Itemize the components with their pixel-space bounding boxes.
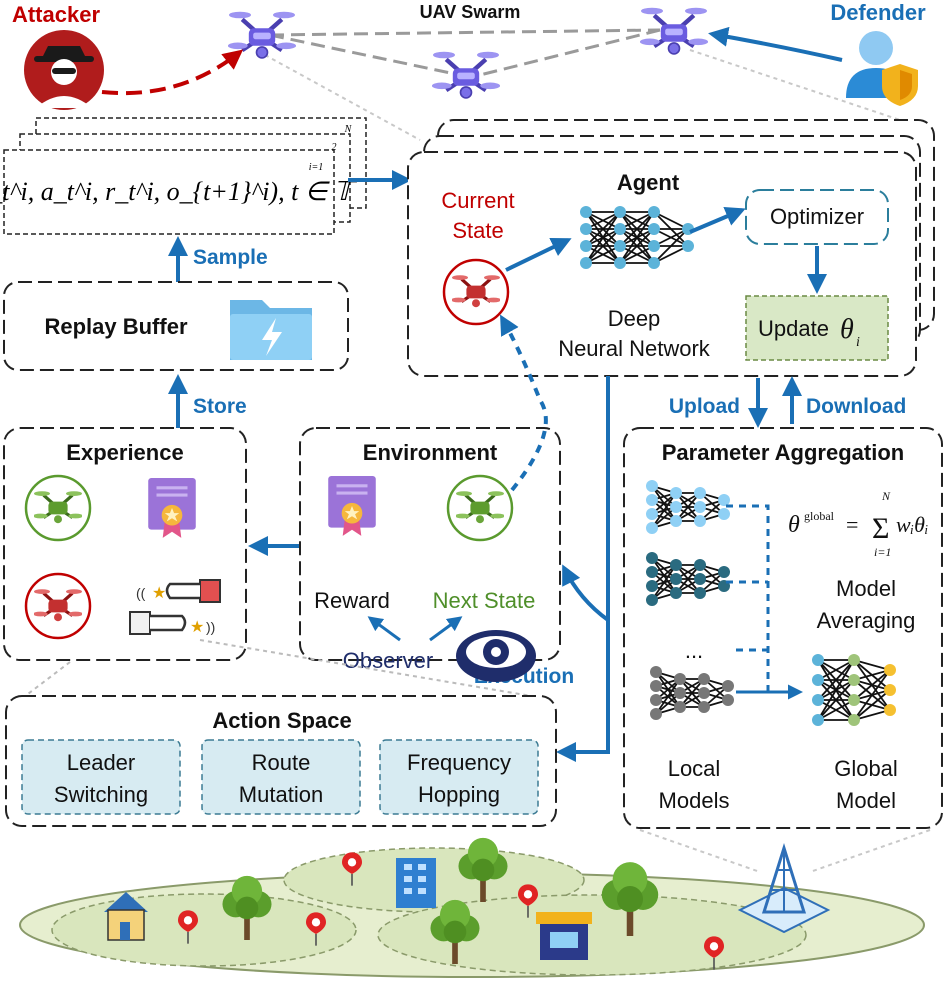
house-icon bbox=[104, 892, 148, 941]
observer-label: Observer bbox=[343, 648, 433, 673]
formula-sum-top: N bbox=[881, 489, 891, 503]
aggregation-box bbox=[623, 427, 943, 829]
swarm-links bbox=[264, 28, 931, 141]
local-model-icon bbox=[646, 480, 730, 534]
store-label: Store bbox=[193, 395, 247, 418]
download-label: Download bbox=[806, 395, 906, 418]
observer-to-reward-arrow bbox=[367, 616, 401, 642]
swarm-label: UAV Swarm bbox=[420, 2, 521, 22]
experience-title: Experience bbox=[66, 440, 183, 465]
svg-text:Leader: Leader bbox=[67, 750, 136, 775]
dnn-icon bbox=[580, 206, 694, 269]
guide-line bbox=[19, 661, 71, 701]
building-icon bbox=[396, 858, 436, 908]
global-model-label-1: Global bbox=[834, 756, 898, 781]
svg-text:Hopping: Hopping bbox=[418, 782, 500, 807]
defend-arrow bbox=[708, 26, 843, 62]
sample-label: Sample bbox=[193, 246, 268, 269]
certificate-icon bbox=[148, 478, 196, 538]
action-route-mutation: Route Mutation bbox=[201, 739, 361, 815]
execution-to-env-arrow bbox=[562, 564, 610, 622]
local-models-label-2: Models bbox=[659, 788, 730, 813]
update-symbol: θ bbox=[840, 314, 854, 345]
dnn-to-optimizer-arrow bbox=[689, 207, 746, 234]
update-label: Update bbox=[758, 316, 829, 341]
update-subscript: i bbox=[856, 335, 860, 350]
global-model-label-2: Model bbox=[836, 788, 896, 813]
eye-icon bbox=[456, 630, 536, 682]
formula-terms: wᵢθᵢ bbox=[896, 512, 928, 537]
svg-text:★: ★ bbox=[152, 585, 166, 602]
global-model-icon bbox=[812, 654, 896, 726]
update-box bbox=[745, 295, 889, 361]
tower-icon bbox=[737, 842, 831, 934]
replay-buffer-title: Replay Buffer bbox=[44, 314, 187, 339]
current-state-label-1: Current bbox=[441, 188, 514, 213]
action-space-title: Action Space bbox=[212, 708, 351, 733]
dnn-label-1: Deep bbox=[608, 306, 661, 331]
reward-label: Reward bbox=[314, 588, 390, 613]
defender-label: Defender bbox=[830, 0, 926, 25]
attack-arrow bbox=[101, 49, 244, 96]
optimizer-box bbox=[745, 189, 889, 245]
trajectory-formula: (o_t^i, a_t^i, r_t^i, o_{t+1}^i), t ∈ 𝕋 bbox=[0, 177, 358, 206]
shop-icon bbox=[536, 912, 592, 960]
formula-sigma: Σ bbox=[872, 512, 889, 545]
dnn-label-2: Neural Network bbox=[558, 336, 711, 361]
svg-text:★: ★ bbox=[190, 619, 204, 636]
model-avg-label-1: Model bbox=[836, 576, 896, 601]
aggregation-links bbox=[726, 504, 803, 700]
svg-text:Frequency: Frequency bbox=[407, 750, 511, 775]
svg-text:)): )) bbox=[206, 619, 215, 635]
action-leader-switching: Leader Switching bbox=[21, 739, 181, 815]
next-state-feedback-arrow bbox=[500, 314, 548, 492]
environment-title: Environment bbox=[363, 440, 498, 465]
current-state-label-2: State bbox=[452, 218, 503, 243]
observer-to-state-arrow bbox=[429, 616, 463, 642]
attacker-label: Attacker bbox=[12, 2, 100, 27]
local-model-icon bbox=[646, 552, 730, 606]
folder-lightning-icon bbox=[230, 300, 312, 360]
hacker-icon bbox=[24, 30, 104, 110]
formula-sum-bottom: i=1 bbox=[874, 545, 891, 559]
certificate-icon bbox=[328, 476, 376, 536]
model-avg-label-2: Averaging bbox=[817, 608, 916, 633]
formula-sup: global bbox=[804, 509, 835, 523]
local-models-label-1: Local bbox=[668, 756, 721, 781]
stack-label-2: 2 bbox=[332, 142, 337, 153]
aggregation-title: Parameter Aggregation bbox=[662, 440, 904, 465]
stack-label-1: i=1 bbox=[309, 162, 324, 173]
upload-label: Upload bbox=[669, 395, 740, 418]
svg-text:((: (( bbox=[136, 585, 146, 601]
optimizer-label: Optimizer bbox=[770, 204, 864, 229]
state-to-dnn-arrow bbox=[505, 237, 572, 272]
local-model-icon bbox=[650, 666, 734, 720]
next-state-label: Next State bbox=[433, 588, 536, 613]
formula-eq: = bbox=[846, 512, 858, 537]
formula-lhs: θ bbox=[788, 512, 800, 538]
stack-label-n: N bbox=[344, 124, 353, 135]
handshake-icon: ★ ★ (( )) bbox=[129, 579, 221, 636]
action-frequency-hopping: Frequency Hopping bbox=[379, 739, 539, 815]
execution-arrow bbox=[556, 376, 610, 762]
svg-text:Switching: Switching bbox=[54, 782, 148, 807]
drone-icon bbox=[432, 52, 500, 98]
agent-title: Agent bbox=[617, 170, 680, 195]
ellipsis-label: ... bbox=[685, 638, 703, 663]
guide-line bbox=[809, 829, 931, 873]
defender-shield-icon bbox=[846, 31, 918, 106]
guide-line bbox=[639, 829, 761, 873]
svg-text:Route: Route bbox=[252, 750, 311, 775]
svg-text:Mutation: Mutation bbox=[239, 782, 323, 807]
trajectory-stack bbox=[3, 117, 367, 235]
